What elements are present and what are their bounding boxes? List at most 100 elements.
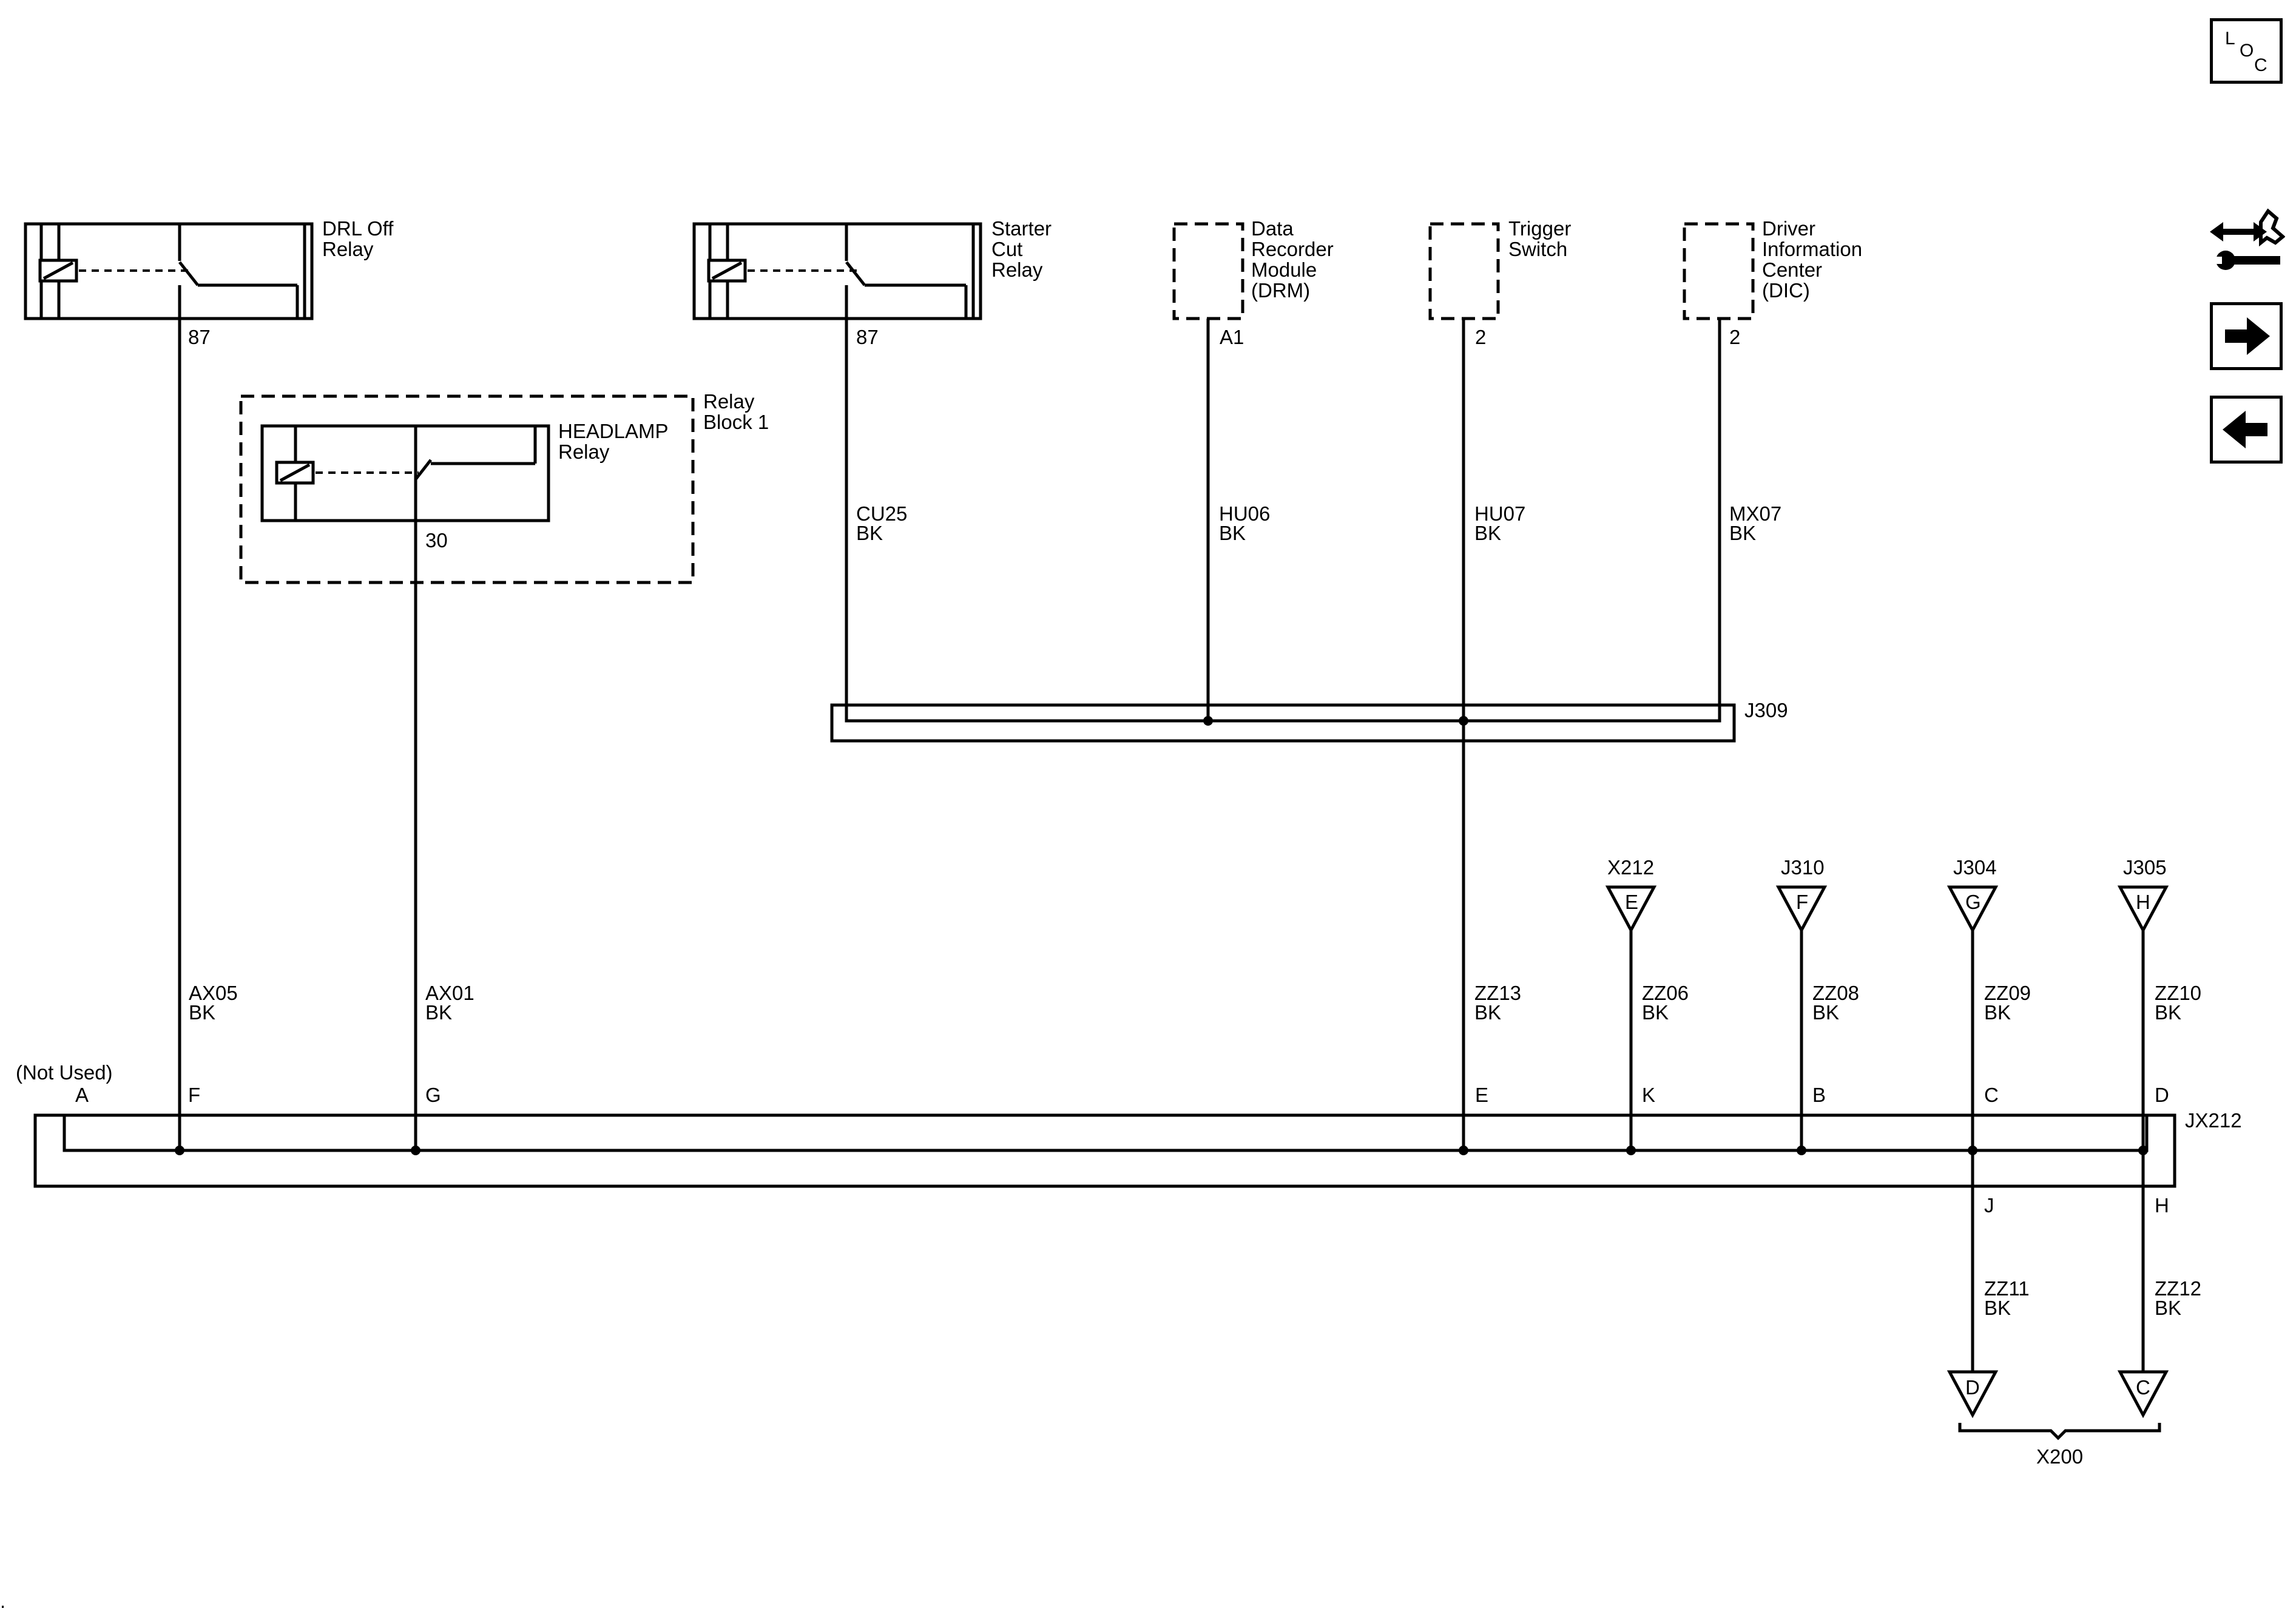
wire-zz08-color: BK <box>1812 1001 1839 1024</box>
dic-label-4: (DIC) <box>1762 279 1810 302</box>
headlamp-relay-label-1: HEADLAMP <box>558 420 669 442</box>
ref-j310-triangle <box>1775 885 1828 934</box>
starter-cut-relay-label-2: Cut <box>991 238 1022 260</box>
wire-zz11-color: BK <box>1984 1297 2011 1319</box>
starter-cut-relay-label-1: Starter <box>991 217 1052 240</box>
drm-label-3: Module <box>1251 258 1317 281</box>
drl-pin-87: 87 <box>188 326 211 348</box>
previous-page-button[interactable] <box>2210 396 2283 464</box>
loc-button[interactable]: L O C <box>2210 18 2283 84</box>
trigger-switch-label-1: Trigger <box>1508 217 1571 240</box>
jx212-pin-d: D <box>2155 1084 2169 1106</box>
jx212-pin-a: A <box>75 1084 89 1106</box>
jx212-pin-h: H <box>2155 1194 2169 1217</box>
dic-label-3: Center <box>1762 258 1822 281</box>
splice-dot <box>1203 716 1213 726</box>
connector-wrench-button[interactable] <box>2209 200 2286 285</box>
starter-cut-relay-label-3: Relay <box>991 258 1043 281</box>
splice-dot <box>1459 1146 1468 1155</box>
jx212-not-used-label: (Not Used) <box>16 1061 113 1084</box>
drm-label-2: Recorder <box>1251 238 1334 260</box>
next-page-button[interactable] <box>2210 302 2283 370</box>
dic-label-2: Information <box>1762 238 1862 260</box>
ref-j304-label: J304 <box>1953 856 1997 879</box>
wire-hu07-id: HU07 <box>1474 502 1525 525</box>
jx212-pin-c: C <box>1984 1084 1999 1106</box>
wire-zz13-color: BK <box>1474 1001 1501 1024</box>
trigger-switch-box <box>1428 222 1500 320</box>
ref-x200-d-letter: D <box>1965 1376 1980 1399</box>
headlamp-relay <box>260 424 550 522</box>
ref-x200-c-letter: C <box>2136 1376 2150 1399</box>
ref-j310-letter: F <box>1796 891 1808 913</box>
wire-zz12-color: BK <box>2155 1297 2181 1319</box>
wire-hu07-color: BK <box>1474 522 1501 544</box>
jx212-pin-k: K <box>1642 1084 1655 1106</box>
jx212-pin-e: E <box>1475 1084 1488 1106</box>
wire-mx07-color: BK <box>1729 522 1756 544</box>
headlamp-pin-30: 30 <box>425 529 448 552</box>
jx212-bus <box>62 1115 2149 1152</box>
jx212-splice-pack <box>33 1113 2176 1188</box>
j309-label: J309 <box>1744 699 1788 721</box>
drl-off-relay <box>24 222 314 320</box>
splice-dot <box>1797 1146 1806 1155</box>
wire-ax01-color: BK <box>425 1001 452 1024</box>
ref-j305-triangle <box>2117 885 2169 934</box>
wire-ax05-color: BK <box>189 1001 215 1024</box>
wire-zz13-id: ZZ13 <box>1474 982 1521 1004</box>
ref-j304-letter: G <box>1965 891 1981 913</box>
arrow-right-icon <box>2225 317 2270 355</box>
corner-mark: . <box>0 1590 5 1612</box>
drm-pin-a1: A1 <box>1220 326 1244 348</box>
ref-x212-label: X212 <box>1607 856 1654 879</box>
wire-hu06-color: BK <box>1219 522 1246 544</box>
drm-box <box>1172 222 1244 320</box>
wire-cu25-id: CU25 <box>856 502 907 525</box>
ref-x212-letter: E <box>1625 891 1638 913</box>
j309-bus <box>845 705 1721 723</box>
wire-zz10-color: BK <box>2155 1001 2181 1024</box>
wire-zz11-id: ZZ11 <box>1984 1277 2030 1300</box>
wire-ax01-id: AX01 <box>425 982 474 1004</box>
ref-j305-letter: H <box>2136 891 2150 913</box>
wire-zz06-color: BK <box>1642 1001 1669 1024</box>
ref-j304-triangle <box>1947 885 1999 934</box>
splice-dot <box>2138 1146 2148 1155</box>
jx212-label: JX212 <box>2185 1109 2242 1132</box>
jx212-pin-g: G <box>425 1084 441 1106</box>
ref-x212-triangle <box>1605 885 1657 934</box>
jx212-pin-b: B <box>1812 1084 1826 1106</box>
drm-label-1: Data <box>1251 217 1294 240</box>
jx212-pin-j: J <box>1984 1194 1994 1217</box>
drm-label-4: (DRM) <box>1251 279 1310 302</box>
ref-x200-d-triangle <box>1947 1370 1999 1419</box>
relay-block-1-box <box>239 394 695 584</box>
dic-pin-2: 2 <box>1729 326 1740 348</box>
wire-zz06-id: ZZ06 <box>1642 982 1689 1004</box>
wire-zz09-id: ZZ09 <box>1984 982 2031 1004</box>
wire-zz09-color: BK <box>1984 1001 2011 1024</box>
starter-pin-87: 87 <box>856 326 879 348</box>
dic-box <box>1683 222 1755 320</box>
wire-zz10-id: ZZ10 <box>2155 982 2201 1004</box>
relay-block-label-2: Block 1 <box>703 411 769 433</box>
wire-zz08-id: ZZ08 <box>1812 982 1859 1004</box>
jx212-pin-f: F <box>188 1084 200 1106</box>
dic-label-1: Driver <box>1762 217 1815 240</box>
headlamp-relay-label-2: Relay <box>558 441 610 463</box>
arrow-left-icon <box>2223 411 2267 448</box>
drl-off-relay-label-1: DRL Off <box>322 217 394 240</box>
splice-dot <box>1968 1146 1977 1155</box>
connector-wrench-icon <box>2210 208 2286 270</box>
splice-dot <box>411 1146 420 1155</box>
relay-block-label-1: Relay <box>703 390 755 413</box>
ref-x200-c-triangle <box>2117 1370 2169 1419</box>
drl-off-relay-label-2: Relay <box>322 238 374 260</box>
wire-zz12-id: ZZ12 <box>2155 1277 2201 1300</box>
wire-hu06-id: HU06 <box>1219 502 1270 525</box>
wire-cu25-color: BK <box>856 522 883 544</box>
loc-letter-c: C <box>2254 55 2267 75</box>
ref-j310-label: J310 <box>1781 856 1825 879</box>
